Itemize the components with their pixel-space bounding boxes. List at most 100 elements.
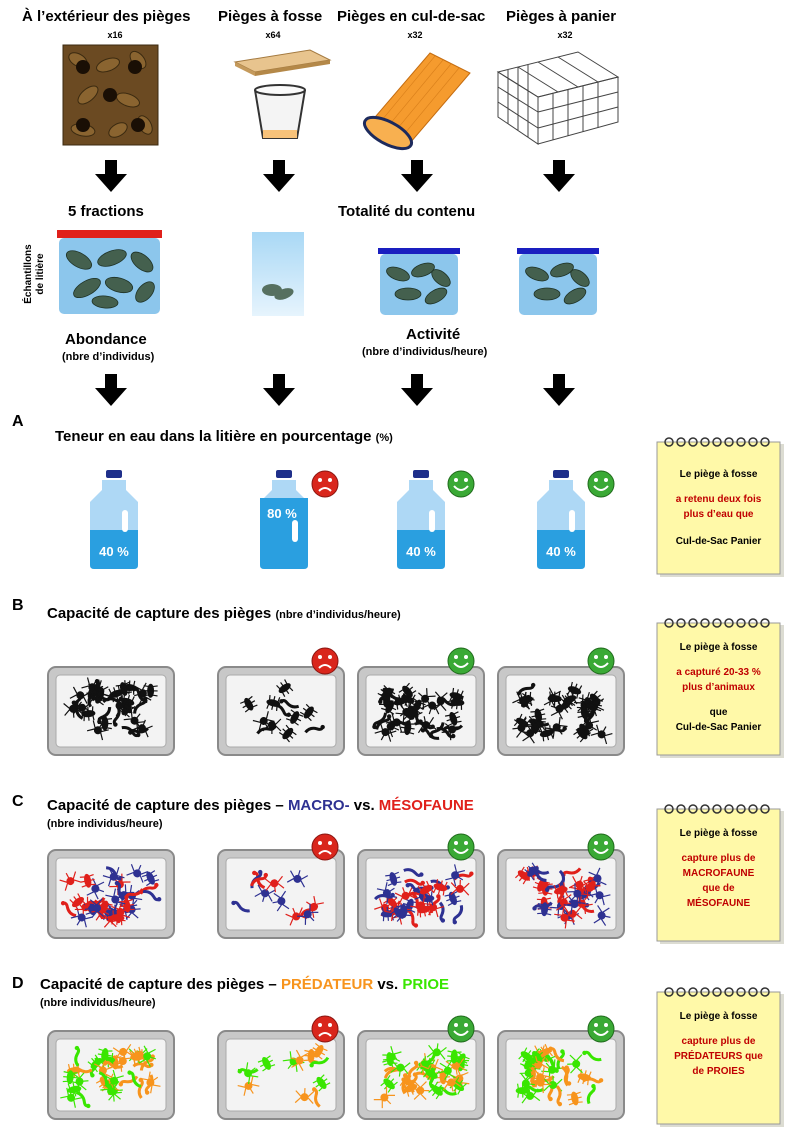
arthropod-icon bbox=[452, 905, 464, 925]
arthropod-icon bbox=[86, 720, 109, 741]
arthropod-icon bbox=[394, 886, 417, 905]
arthropod-icon bbox=[303, 895, 324, 918]
arthropod-icon bbox=[567, 1054, 583, 1074]
down-arrow-icon bbox=[263, 374, 295, 406]
arthropod-icon bbox=[401, 1073, 409, 1095]
section-b-title: Capacité de capture des pièges (nbre d’i… bbox=[47, 605, 401, 622]
arthropod-icon bbox=[519, 1054, 538, 1072]
notepad-icon bbox=[656, 618, 784, 758]
note-b-line3: plus d’animaux bbox=[682, 682, 755, 693]
trap-count-pitfall: x64 bbox=[265, 30, 281, 40]
arthropod-icon bbox=[544, 880, 565, 893]
arthropod-icon bbox=[449, 687, 464, 705]
arthropod-icon bbox=[450, 879, 470, 896]
section-b-letter: B bbox=[12, 597, 24, 614]
abundance-unit: (nbre d’individus) bbox=[62, 351, 155, 363]
arthropod-icon bbox=[438, 901, 446, 923]
arthropod-icon bbox=[579, 714, 600, 737]
arthropod-icon bbox=[515, 866, 533, 885]
arthropod-icon bbox=[90, 689, 109, 706]
arthropod-icon bbox=[63, 701, 83, 718]
arthropod-icon bbox=[548, 1046, 565, 1063]
arthropod-icon bbox=[237, 1068, 259, 1074]
arthropod-icon bbox=[590, 724, 613, 745]
arthropod-icon bbox=[112, 1043, 134, 1061]
arthropod-icon bbox=[553, 882, 569, 899]
tray-c-3 bbox=[497, 849, 625, 939]
arthropod-icon bbox=[441, 718, 463, 741]
arthropod-icon bbox=[273, 703, 291, 717]
arthropod-icon bbox=[588, 867, 607, 890]
arthropod-icon bbox=[279, 698, 300, 709]
arthropod-icon bbox=[285, 907, 308, 926]
arthropod-icon bbox=[140, 1071, 161, 1094]
tray-b-0 bbox=[47, 666, 175, 756]
arthropod-icon bbox=[566, 681, 583, 699]
activity-unit: (nbre d’individus/heure) bbox=[362, 346, 488, 358]
trap-count-culdesac: x32 bbox=[407, 30, 423, 40]
tray-b-3 bbox=[497, 666, 625, 756]
section-a-title: Teneur en eau dans la litière en pourcen… bbox=[55, 428, 393, 445]
arthropod-icon bbox=[413, 1080, 430, 1101]
arthropod-icon bbox=[69, 686, 91, 705]
arthropod-icon bbox=[539, 725, 554, 742]
arthropod-icon bbox=[410, 895, 432, 916]
arthropod-icon bbox=[406, 908, 419, 928]
arthropod-icon bbox=[404, 878, 425, 886]
arthropod-icon bbox=[110, 695, 129, 717]
arthropod-icon bbox=[62, 1070, 78, 1085]
trap-count-basket: x32 bbox=[557, 30, 573, 40]
arthropod-icon bbox=[543, 687, 562, 709]
arthropod-icon bbox=[254, 884, 276, 903]
arthropod-icon bbox=[382, 687, 401, 701]
arthropod-icon bbox=[579, 877, 601, 899]
water-bottle-icon: 40 % bbox=[397, 470, 445, 569]
arthropod-icon bbox=[446, 1049, 462, 1064]
note-b-line5: Cul-de-Sac Panier bbox=[675, 722, 762, 733]
note-d-line2: capture plus de bbox=[681, 1036, 756, 1047]
tray-c-0 bbox=[47, 849, 175, 939]
arthropod-icon bbox=[143, 683, 158, 698]
arthropod-icon bbox=[441, 1074, 462, 1092]
section-d-title: Capacité de capture des pièges – PRÉDATE… bbox=[40, 976, 450, 993]
arthropod-icon bbox=[550, 698, 569, 720]
arthropod-icon bbox=[529, 1072, 552, 1094]
note-c-line5: MÉSOFAUNE bbox=[686, 898, 751, 909]
arthropod-icon bbox=[276, 679, 294, 697]
activity-label: Activité bbox=[406, 326, 461, 343]
arthropod-icon bbox=[445, 864, 466, 887]
arthropod-icon bbox=[444, 711, 462, 727]
arthropod-icon bbox=[438, 1060, 456, 1082]
happy-face-icon bbox=[447, 1015, 475, 1043]
arthropod-icon bbox=[97, 706, 112, 724]
arthropod-icon bbox=[72, 1071, 89, 1092]
sample-bag-fractions bbox=[57, 230, 162, 314]
arthropod-icon bbox=[126, 864, 149, 883]
arthropod-icon bbox=[105, 888, 126, 911]
arthropod-icon bbox=[290, 1049, 309, 1071]
tray-d-2 bbox=[357, 1030, 485, 1120]
arthropod-icon bbox=[86, 877, 105, 900]
arthropod-icon bbox=[304, 724, 325, 734]
arthropod-icon bbox=[309, 1042, 328, 1060]
arthropod-icon bbox=[303, 1049, 319, 1063]
arthropod-icon bbox=[60, 1087, 83, 1108]
arthropod-icon bbox=[532, 901, 553, 911]
down-arrow-icon bbox=[95, 160, 127, 192]
arthropod-icon bbox=[123, 710, 146, 732]
arthropod-icon bbox=[59, 871, 82, 891]
abundance-label: Abondance bbox=[65, 331, 147, 348]
arthropod-icon bbox=[257, 1055, 276, 1072]
note-c-line3: MACROFAUNE bbox=[682, 868, 755, 879]
notepad-icon bbox=[656, 804, 784, 944]
arthropod-icon bbox=[380, 1075, 398, 1093]
arthropod-icon bbox=[286, 870, 309, 888]
notepad-icon bbox=[656, 437, 784, 577]
arthropod-icon bbox=[372, 712, 388, 730]
arthropod-icon bbox=[373, 1086, 396, 1109]
arthropod-icon bbox=[312, 1087, 321, 1108]
arthropod-icon bbox=[512, 691, 534, 710]
arthropod-icon bbox=[408, 706, 423, 724]
